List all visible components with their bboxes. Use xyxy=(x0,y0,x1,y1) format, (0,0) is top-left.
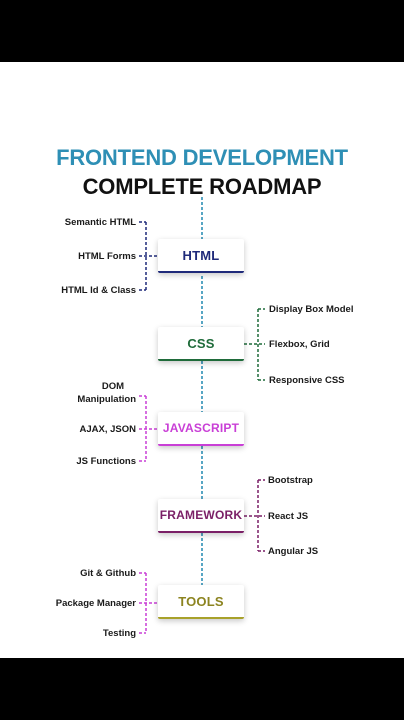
framework-bracket xyxy=(244,479,265,552)
javascript-bracket xyxy=(139,395,158,462)
branch-tools-testing: Testing xyxy=(102,628,136,639)
branch-css-flexbox-grid: Flexbox, Grid xyxy=(269,339,330,350)
node-css: CSS xyxy=(158,327,244,361)
roadmap-card: FRONTEND DEVELOPMENT COMPLETE ROADMAP xyxy=(0,62,404,658)
connector-lines xyxy=(139,197,265,634)
branch-tools-git: Git & Github xyxy=(80,568,136,579)
branch-js-dom-manipulation: DOM Manipulation xyxy=(77,380,136,406)
tools-bracket xyxy=(139,572,158,634)
node-framework: FRAMEWORK xyxy=(158,499,244,533)
branch-html-forms: HTML Forms xyxy=(78,251,136,262)
branch-css-responsive: Responsive CSS xyxy=(269,375,345,386)
branch-framework-angular: Angular JS xyxy=(268,546,319,557)
branch-framework-bootstrap: Bootstrap xyxy=(268,475,313,486)
branch-js-dom-line: DOM xyxy=(101,381,124,392)
branch-html-id-class: HTML Id & Class xyxy=(61,285,136,296)
title-line-2: COMPLETE ROADMAP xyxy=(82,174,322,199)
node-tools: TOOLS xyxy=(158,585,244,619)
node-html: HTML xyxy=(158,239,244,273)
branch-js-dom-line: Manipulation xyxy=(77,394,136,405)
branch-js-functions: JS Functions xyxy=(76,456,136,467)
html-bracket xyxy=(139,221,158,291)
branch-tools-package-manager: Package Manager xyxy=(55,598,136,609)
branch-js-ajax-json: AJAX, JSON xyxy=(79,424,137,435)
css-bracket xyxy=(244,308,265,381)
branch-framework-react: React JS xyxy=(268,511,309,522)
node-javascript: JAVASCRIPT xyxy=(158,412,244,446)
branch-html-semantic: Semantic HTML xyxy=(64,217,136,228)
branch-css-box-model: Display Box Model xyxy=(269,304,354,315)
title-line-1: FRONTEND DEVELOPMENT xyxy=(56,145,348,170)
